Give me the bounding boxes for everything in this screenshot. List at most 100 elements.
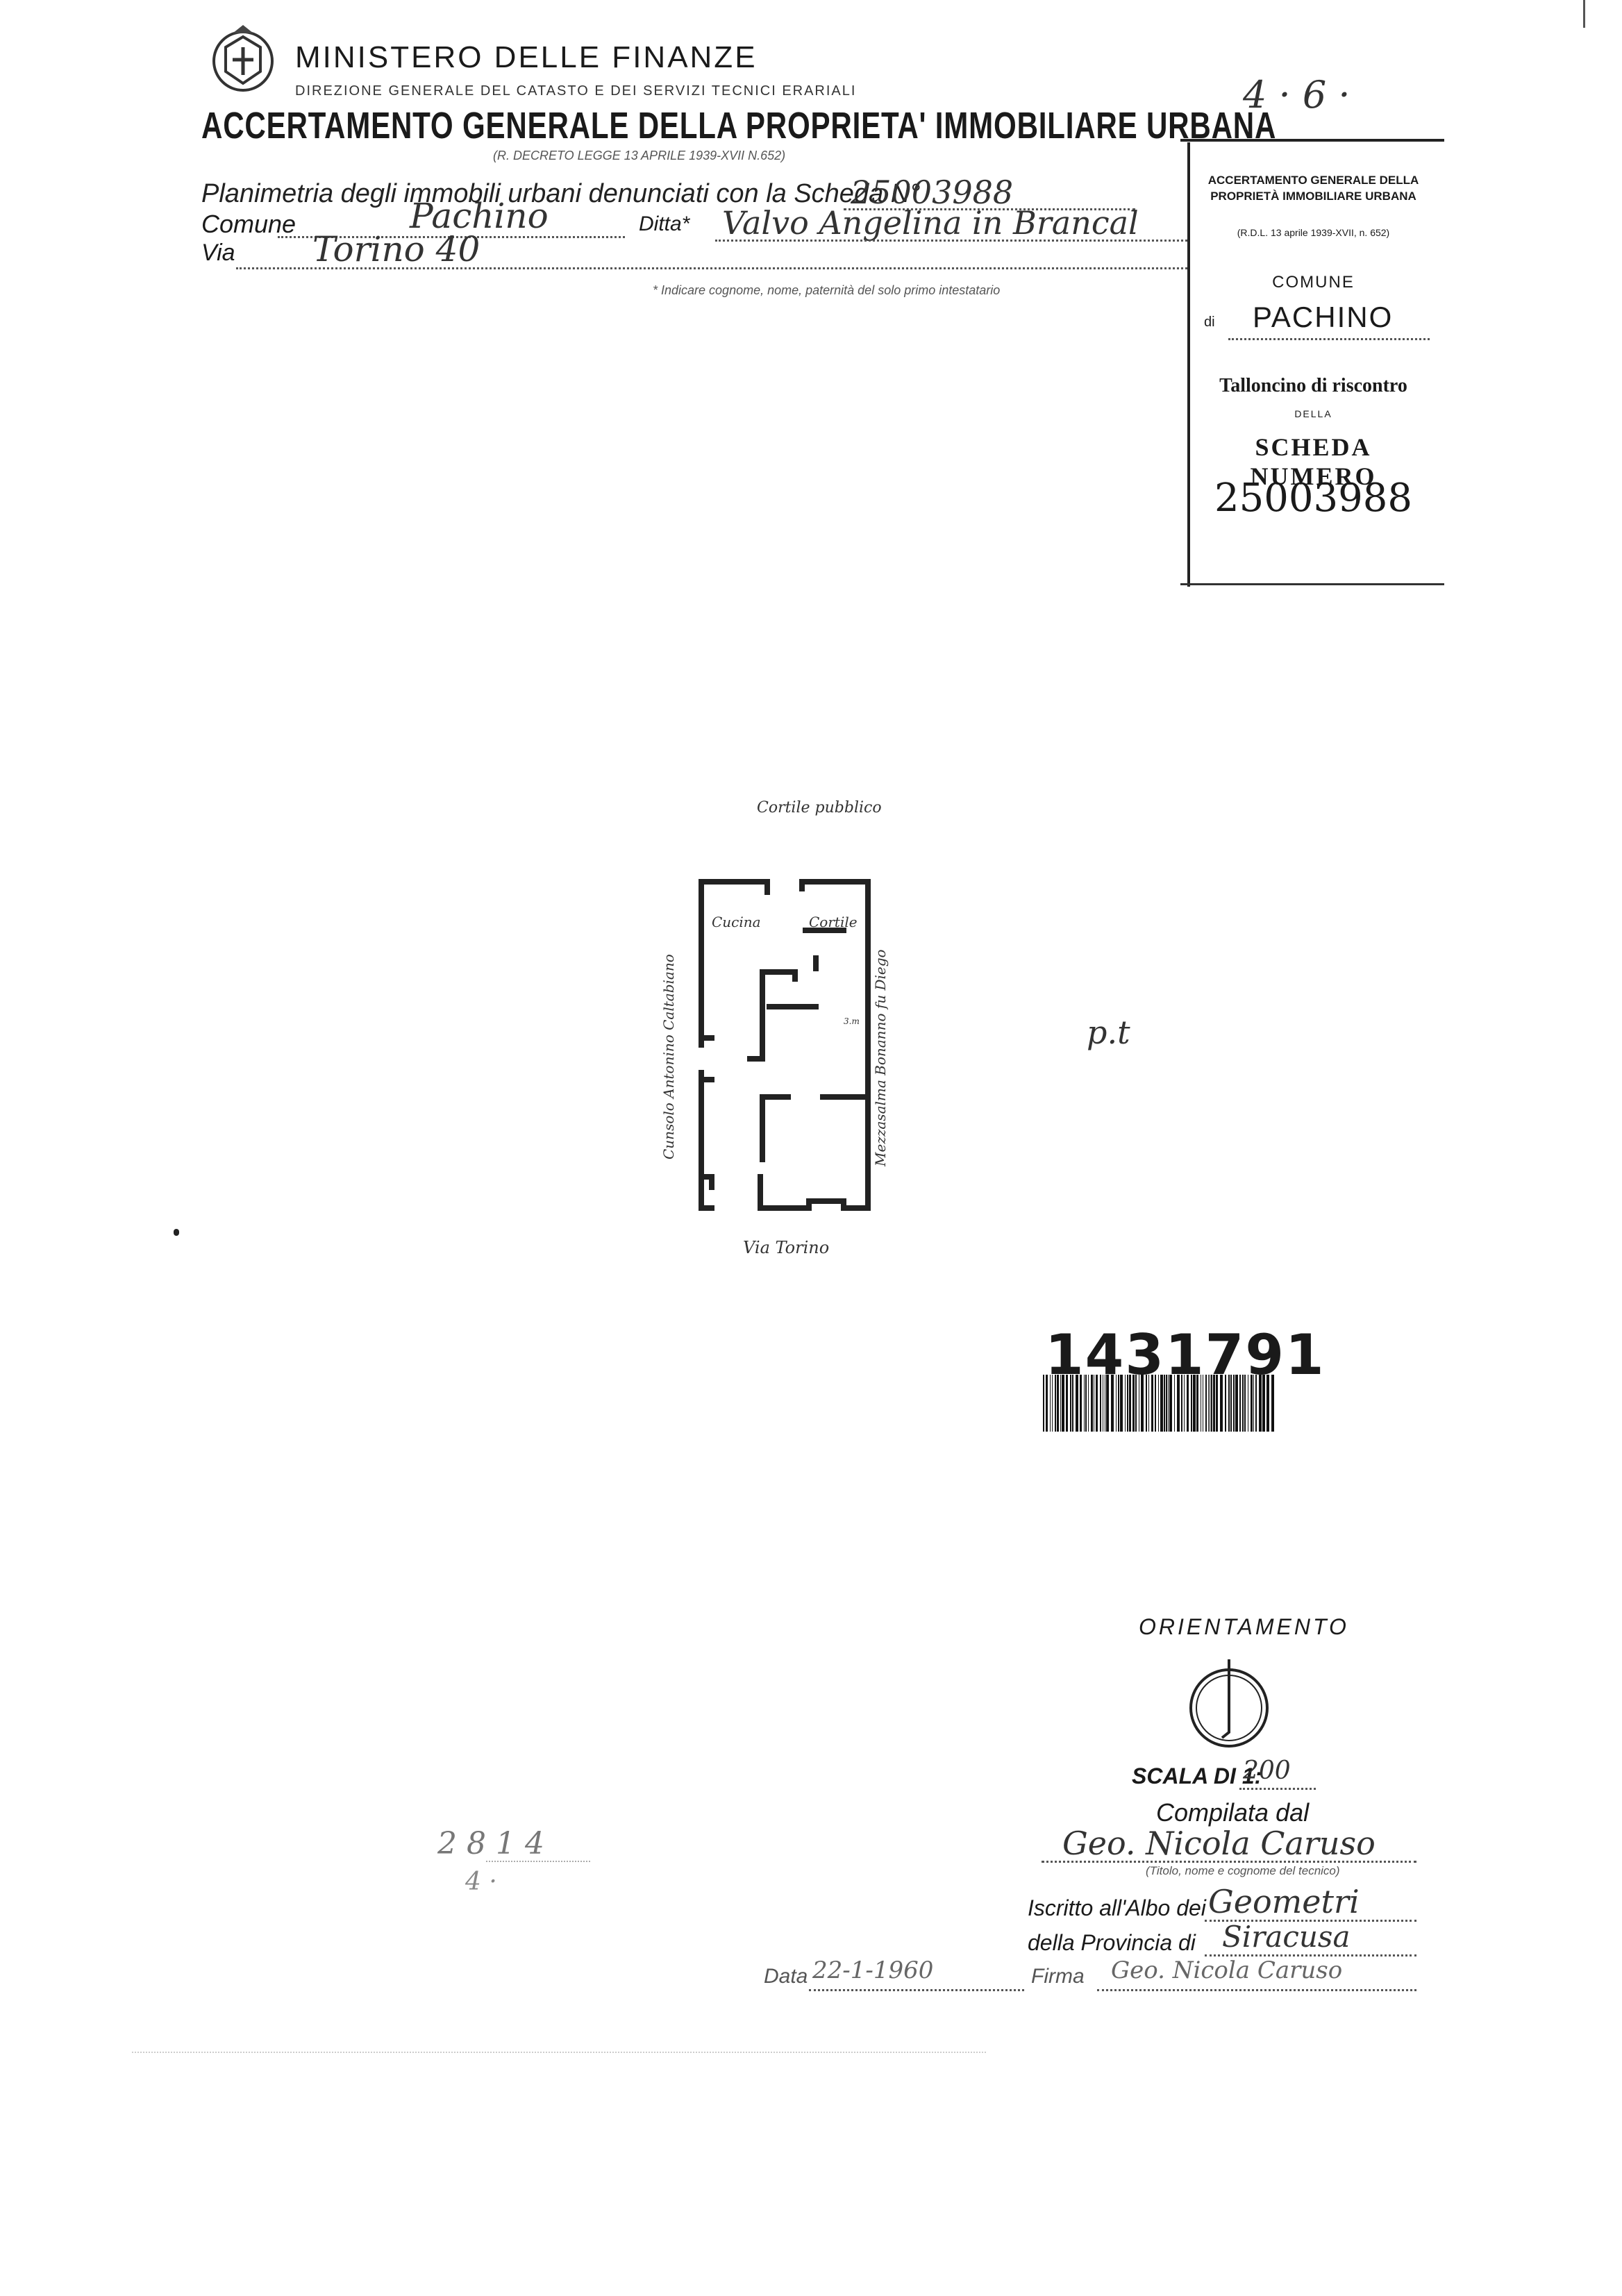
barcode-bar (1043, 1375, 1044, 1432)
barcode-bar (1242, 1375, 1244, 1432)
barcode-bar (1120, 1375, 1123, 1432)
scala-label: SCALA DI 1: (1132, 1763, 1262, 1788)
plan-room-cortile: Cortile (809, 914, 858, 930)
barcode-bar (1251, 1375, 1253, 1432)
ditta-label: Ditta* (639, 212, 690, 235)
tally-law: (R.D.L. 13 aprile 1939-XVII, n. 652) (1237, 227, 1390, 238)
scan-edge-mark (1583, 0, 1585, 28)
tally-top-border (1180, 139, 1444, 142)
tally-scheda-value: 25003988 (1214, 476, 1413, 521)
plan-room-cucina: Cucina (712, 914, 761, 930)
floor-plan: Cortile pubblico Via Torino Cucina Corti… (660, 799, 889, 1257)
tally-box: ACCERTAMENTO GENERALE DELLA PROPRIETÀ IM… (1187, 142, 1437, 587)
barcode-bar (1205, 1375, 1207, 1432)
scala-value: 200 (1243, 1757, 1291, 1785)
barcode-bar (1158, 1375, 1159, 1432)
tally-bottom-border (1180, 583, 1444, 585)
barcode-bar (1208, 1375, 1209, 1432)
margin-note-2: 4 · (465, 1868, 497, 1896)
margin-note: 2 8 1 4 (437, 1826, 544, 1861)
scan-dot (174, 1229, 179, 1236)
barcode-bar (1141, 1375, 1144, 1432)
barcode-bar (1187, 1375, 1189, 1432)
tally-heading-2: PROPRIETÀ IMMOBILIARE URBANA (1210, 190, 1416, 203)
barcode-bar (1160, 1375, 1163, 1432)
ditta-line (715, 240, 1187, 242)
barcode-bar (1106, 1375, 1109, 1432)
iscritto-value: Geometri (1208, 1883, 1360, 1920)
barcode-bar (1253, 1375, 1254, 1432)
barcode-bar (1052, 1375, 1053, 1432)
orientamento-label: ORIENTAMENTO (1139, 1614, 1349, 1639)
barcode-bar (1116, 1375, 1117, 1432)
main-title: ACCERTAMENTO GENERALE DELLA PROPRIETA' I… (201, 105, 1277, 146)
barcode-bar (1060, 1375, 1061, 1432)
plan-bottom-label: Via Torino (743, 1238, 829, 1257)
barcode-bar (1118, 1375, 1119, 1432)
tally-della: DELLA (1294, 408, 1332, 419)
barcode-bar (1055, 1375, 1056, 1432)
via-line (236, 267, 1187, 269)
barcode-bar (1196, 1375, 1198, 1432)
corner-note: 4 · 6 · (1243, 73, 1351, 117)
barcode-bar (1230, 1375, 1232, 1432)
comune-line (278, 236, 625, 238)
barcode-bar (1091, 1375, 1093, 1432)
barcode-bar (1132, 1375, 1135, 1432)
barcode-bar (1233, 1375, 1235, 1432)
provincia-line (1205, 1954, 1416, 1956)
barcode-bar (1166, 1375, 1167, 1432)
barcode-bar (1174, 1375, 1175, 1432)
barcode-bar (1271, 1375, 1274, 1432)
scala-line (1239, 1788, 1316, 1790)
barcode-bar (1080, 1375, 1082, 1432)
barcode-bar (1148, 1375, 1149, 1432)
barcode-bar (1072, 1375, 1073, 1432)
barcode-bar (1096, 1375, 1098, 1432)
barcode-bar (1151, 1375, 1153, 1432)
barcode-bar (1050, 1375, 1051, 1432)
compass-icon (1189, 1659, 1269, 1748)
data-line (809, 1989, 1024, 1991)
data-label: Data (764, 1965, 808, 1988)
barcode-bar (1191, 1375, 1192, 1432)
iscritto-line (1205, 1920, 1416, 1922)
barcode-bar (1127, 1375, 1128, 1432)
via-value: Torino 40 (312, 229, 480, 269)
barcode-bar (1088, 1375, 1089, 1432)
ditta-value: Valvo Angelina in Brancal (722, 204, 1139, 242)
iscritto-label: Iscritto all'Albo dei (1028, 1895, 1206, 1920)
barcode-bar (1262, 1375, 1265, 1432)
barcode-bar (1076, 1375, 1078, 1432)
decree-reference: (R. DECRETO LEGGE 13 APRILE 1939-XVII N.… (493, 149, 786, 162)
comune-value: Pachino (410, 196, 549, 236)
tally-scheda-numero: SCHEDA NUMERO (1250, 433, 1377, 490)
titolo-note: (Titolo, nome e cognome del tecnico) (1146, 1864, 1340, 1877)
floor-level-label: p.t (1087, 1014, 1130, 1051)
direzione-generale: DIREZIONE GENERALE DEL CATASTO E DEI SER… (295, 83, 857, 99)
barcode-bar (1228, 1375, 1230, 1432)
tally-heading-1: ACCERTAMENTO GENERALE DELLA (1207, 174, 1419, 187)
barcode-bar (1084, 1375, 1085, 1432)
barcode-bar (1220, 1375, 1223, 1432)
plan-top-label: Cortile pubblico (757, 799, 882, 816)
compilata-label: Compilata dal (1156, 1798, 1310, 1827)
plan-right-label: Mezzasalma Bonanno fu Diego (872, 949, 889, 1167)
barcode-bar (1146, 1375, 1147, 1432)
barcode-bar (1057, 1375, 1059, 1432)
barcode-bar (1213, 1375, 1215, 1432)
firma-line (1097, 1989, 1416, 1991)
barcode-bar (1259, 1375, 1262, 1432)
barcode-bar (1125, 1375, 1126, 1432)
barcode-bar (1235, 1375, 1238, 1432)
ditta-footnote: * Indicare cognome, nome, paternità del … (653, 283, 1001, 297)
tally-di-label: di (1204, 315, 1215, 330)
tally-comune-value: PACHINO (1253, 301, 1394, 333)
barcode-bar (1216, 1375, 1218, 1432)
emblem-icon (212, 25, 274, 92)
data-value: 22-1-1960 (812, 1956, 934, 1984)
plan-label: Planimetria degli immobili urbani denunc… (201, 179, 921, 208)
tally-comune-line (1228, 338, 1430, 340)
tally-comune-label: COMUNE (1272, 273, 1355, 292)
scheda-value: 25003988 (851, 174, 1014, 211)
